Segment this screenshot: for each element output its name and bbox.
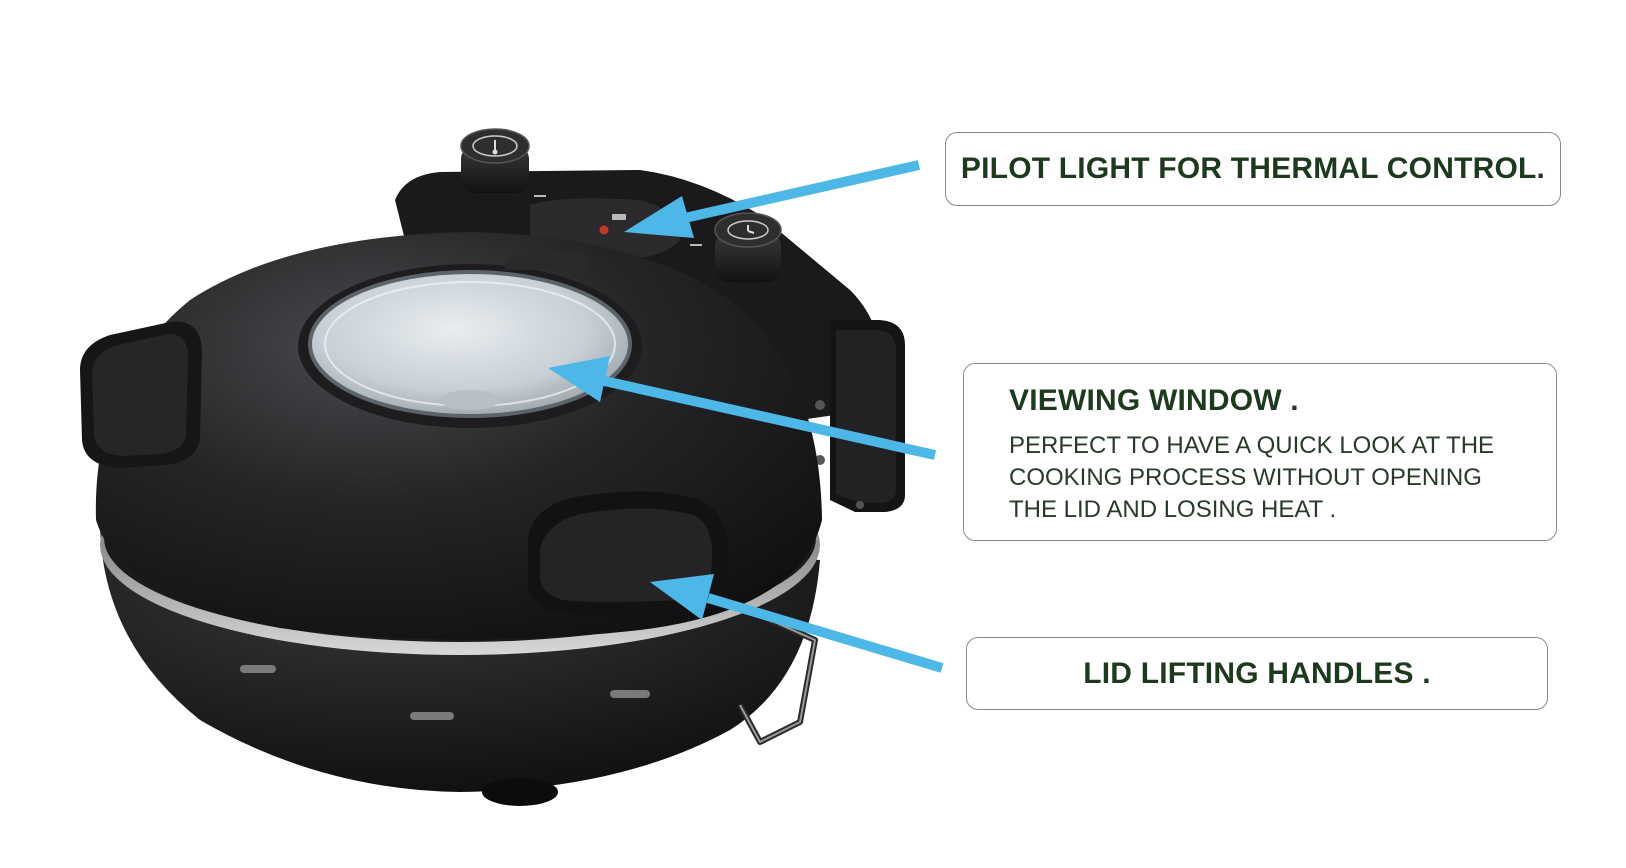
- dome-lid: [80, 232, 822, 640]
- viewing-window: [308, 270, 632, 418]
- viewing-window-title: VIEWING WINDOW .: [1009, 384, 1299, 417]
- timer-dial-icon: [714, 212, 782, 282]
- temperature-dial-icon: [460, 128, 530, 193]
- pilot-light-arrow: [624, 160, 921, 238]
- viewing-window-description-line: THE LID AND LOSING HEAT .: [1009, 496, 1337, 523]
- viewing-window-description-line: COOKING PROCESS WITHOUT OPENING: [1009, 464, 1482, 491]
- lid-handles-title: LID LIFTING HANDLES .: [1083, 656, 1431, 690]
- viewing-window-callout: VIEWING WINDOW . PERFECT TO HAVE A QUICK…: [963, 363, 1557, 541]
- pilot-light-indicator: [599, 225, 609, 235]
- side-hinge-block: [815, 320, 905, 512]
- lid-handles-callout: LID LIFTING HANDLES .: [966, 637, 1548, 710]
- pilot-light-title: PILOT LIGHT FOR THERMAL CONTROL.: [960, 152, 1546, 185]
- pilot-light-callout: PILOT LIGHT FOR THERMAL CONTROL.: [945, 132, 1561, 206]
- viewing-window-arrow: [548, 356, 937, 460]
- viewing-window-description-line: PERFECT TO HAVE A QUICK LOOK AT THE: [1009, 432, 1495, 459]
- lid-handles-arrow: [650, 574, 944, 673]
